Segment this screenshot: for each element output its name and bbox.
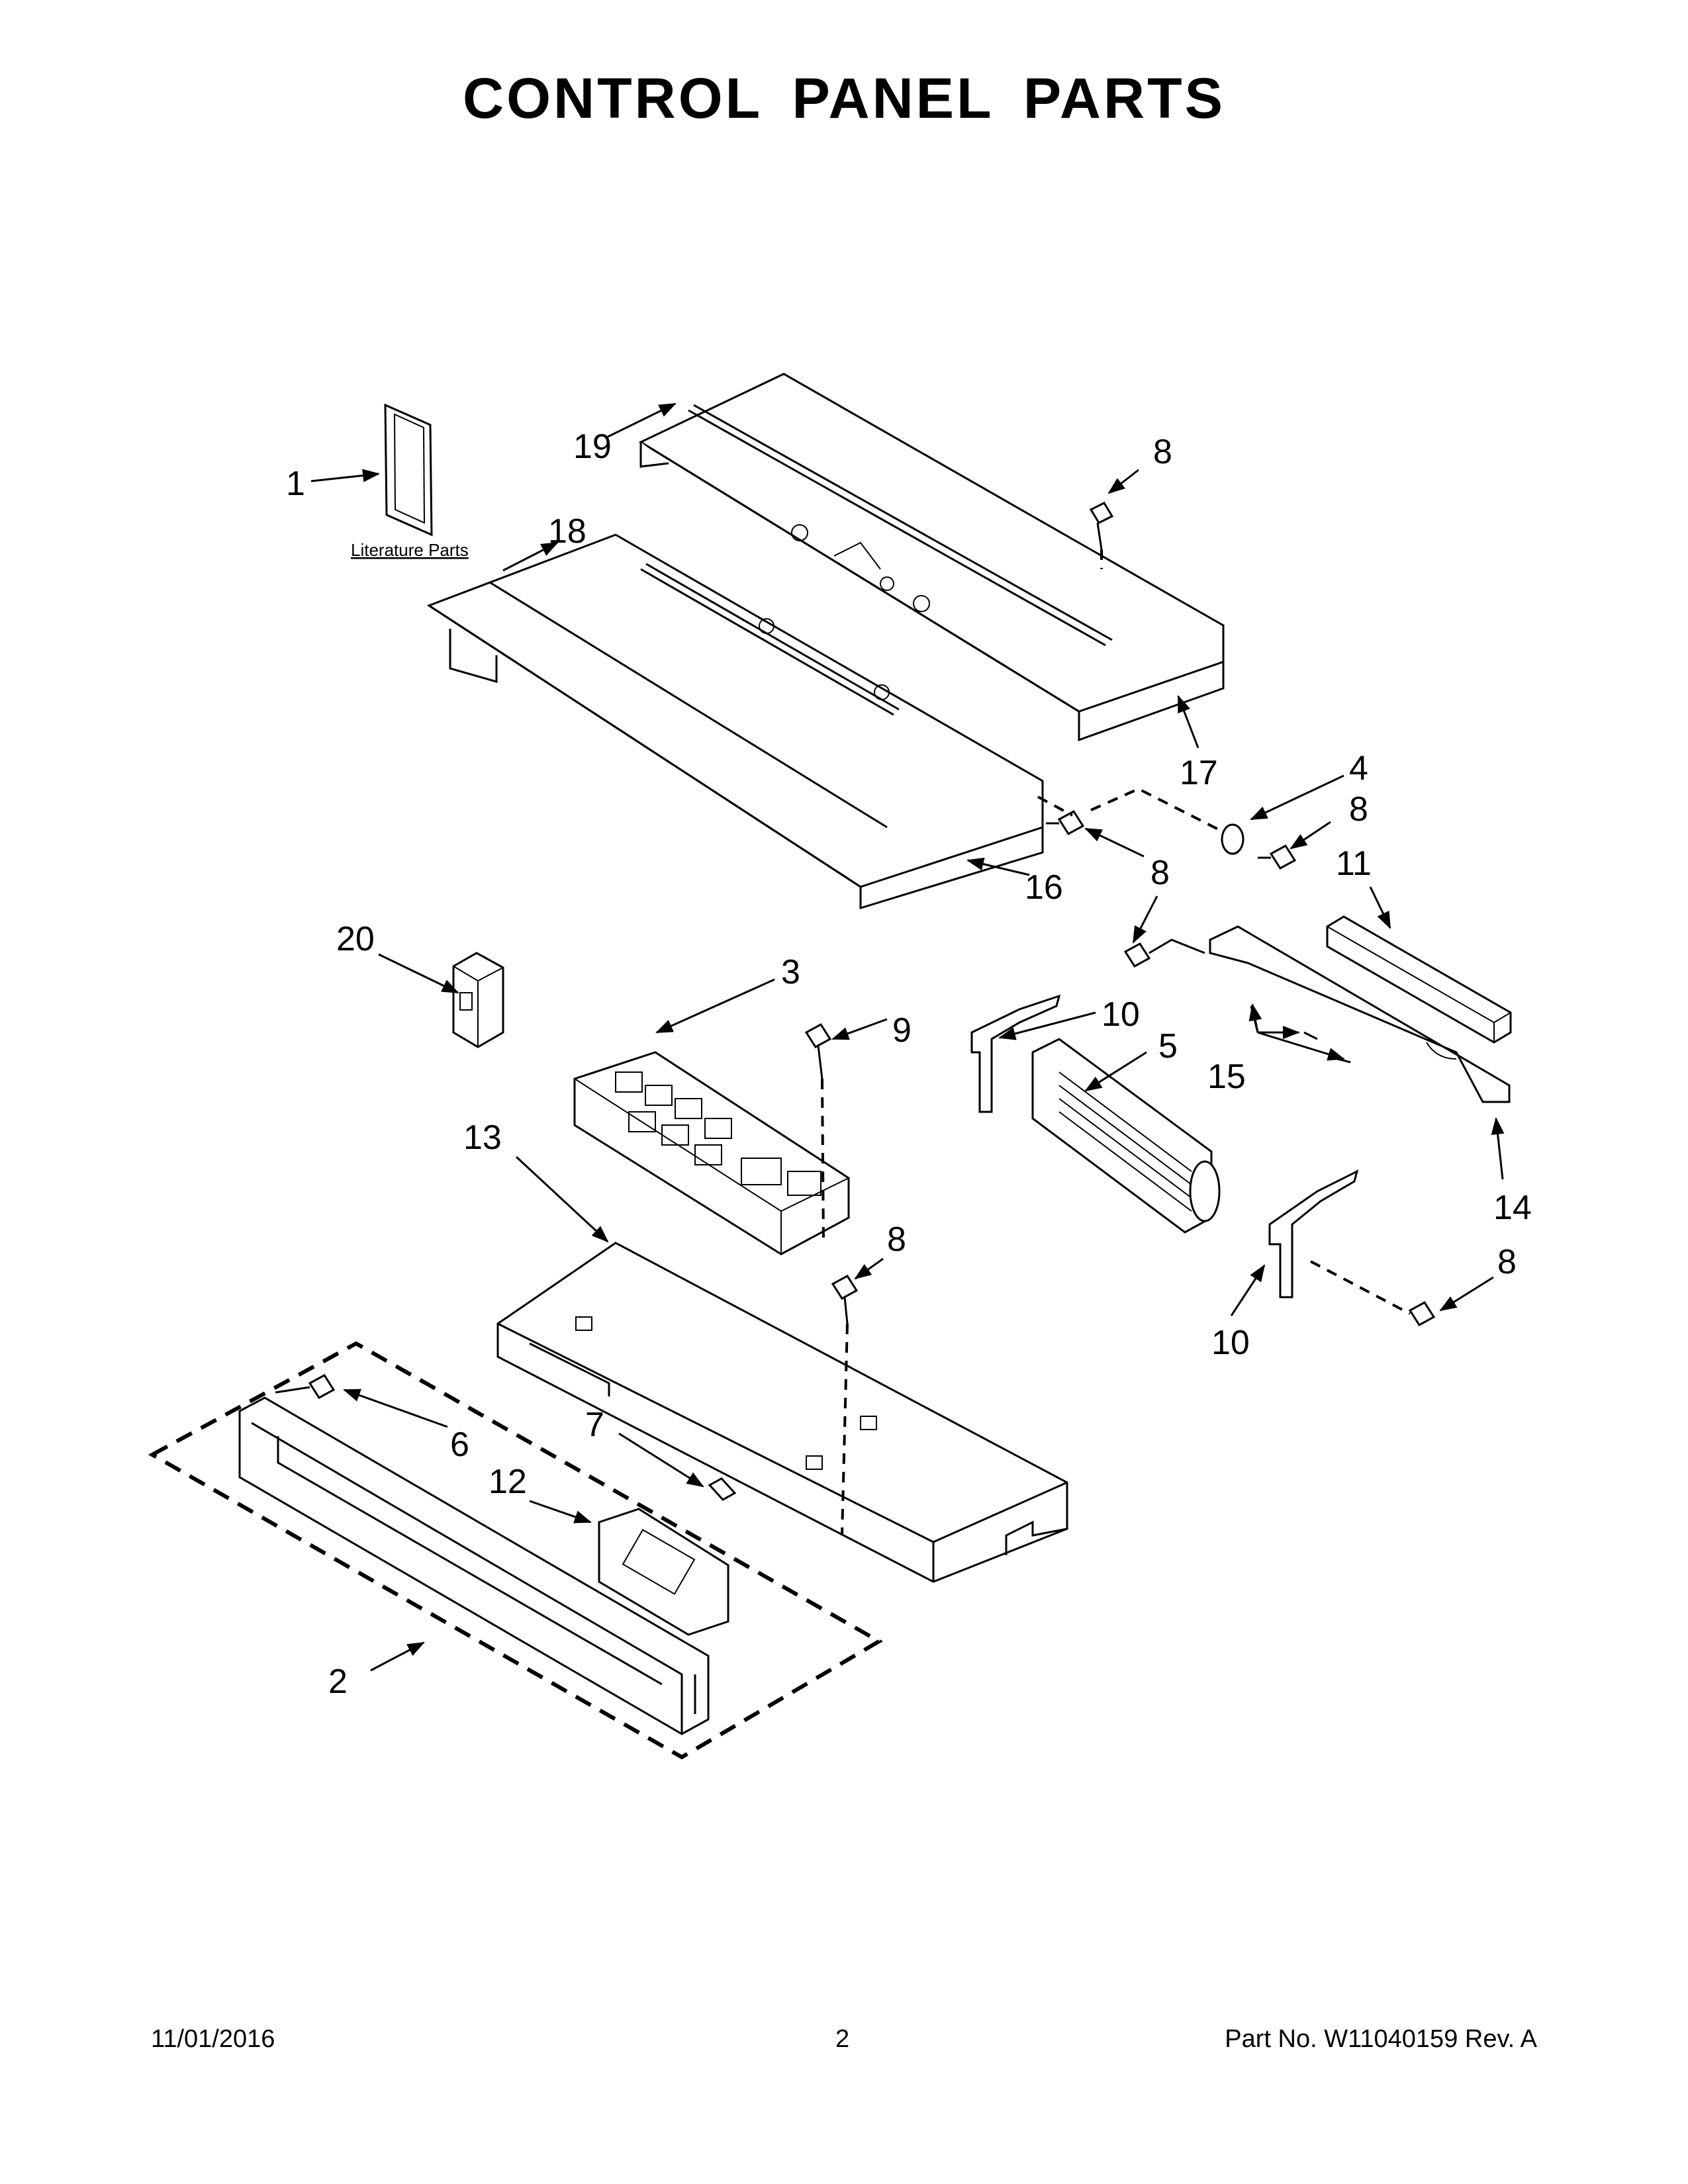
fastener-path-line [1037, 787, 1225, 834]
callout-10-lower: 10 [1211, 1324, 1250, 1362]
callout-13: 13 [463, 1118, 502, 1157]
clip-7 [708, 1477, 737, 1501]
console-assembly-outline [148, 1341, 883, 1760]
screw-8-top [1089, 502, 1114, 569]
mounting-bracket [1209, 925, 1511, 1103]
callout-18: 18 [548, 512, 586, 551]
callout-2: 2 [328, 1662, 348, 1701]
callout-8-right: 8 [1349, 790, 1368, 829]
screw-8-center [831, 1275, 859, 1536]
insulation-strip [1326, 915, 1512, 1044]
washer-4 [1221, 823, 1244, 855]
leader-arrows [310, 402, 1505, 1672]
screw-6 [275, 1374, 336, 1399]
callout-15: 15 [1207, 1058, 1246, 1096]
console-trim [238, 1396, 710, 1735]
screw-8-bracket [1123, 938, 1205, 968]
callout-9: 9 [892, 1011, 912, 1050]
screw-9 [804, 1023, 832, 1245]
relay-component [452, 952, 504, 1048]
control-board [573, 1051, 850, 1255]
callout-16: 16 [1025, 868, 1063, 907]
control-panel-frame [496, 1242, 1068, 1583]
callout-20: 20 [336, 920, 375, 958]
callout-11: 11 [1336, 844, 1372, 883]
callout-10-top: 10 [1102, 995, 1140, 1034]
literature-booklet: Literature Parts [351, 403, 469, 560]
bracket-lower [1268, 1169, 1359, 1298]
callout-3: 3 [781, 953, 800, 991]
footer-page-number: 2 [835, 2025, 850, 2053]
upper-cover-panel [638, 373, 1225, 742]
footer-date: 11/01/2016 [151, 2025, 275, 2053]
screw-8-mid [1046, 810, 1085, 835]
callout-7: 7 [585, 1406, 604, 1444]
callout-1: 1 [286, 465, 305, 503]
callout-6: 6 [450, 1426, 469, 1464]
callout-14: 14 [1493, 1189, 1532, 1227]
blower-fan [1031, 1038, 1221, 1234]
screw-8-lower [1310, 1260, 1436, 1326]
callout-17: 17 [1180, 754, 1218, 792]
screw-8-right [1258, 844, 1297, 870]
literature-parts-label: Literature Parts [351, 540, 469, 560]
ui-control-board [598, 1508, 729, 1636]
callout-4: 4 [1349, 749, 1368, 788]
callout-8-center: 8 [887, 1220, 906, 1259]
callout-5: 5 [1158, 1027, 1178, 1066]
bracket-upper [970, 994, 1061, 1113]
callout-8-top: 8 [1153, 433, 1172, 471]
callout-12: 12 [489, 1463, 527, 1501]
callout-19: 19 [573, 428, 612, 466]
footer-part-number: Part No. W11040159 Rev. A [1225, 2025, 1537, 2053]
callout-labels: 1 19 18 8 17 4 8 11 8 16 20 3 9 10 5 15 … [286, 428, 1532, 1701]
callout-8-mid: 8 [1150, 854, 1170, 892]
lower-cover-panel [426, 533, 1044, 910]
callout-8-lower: 8 [1497, 1243, 1517, 1281]
page-title: CONTROL PANEL PARTS [462, 67, 1226, 130]
